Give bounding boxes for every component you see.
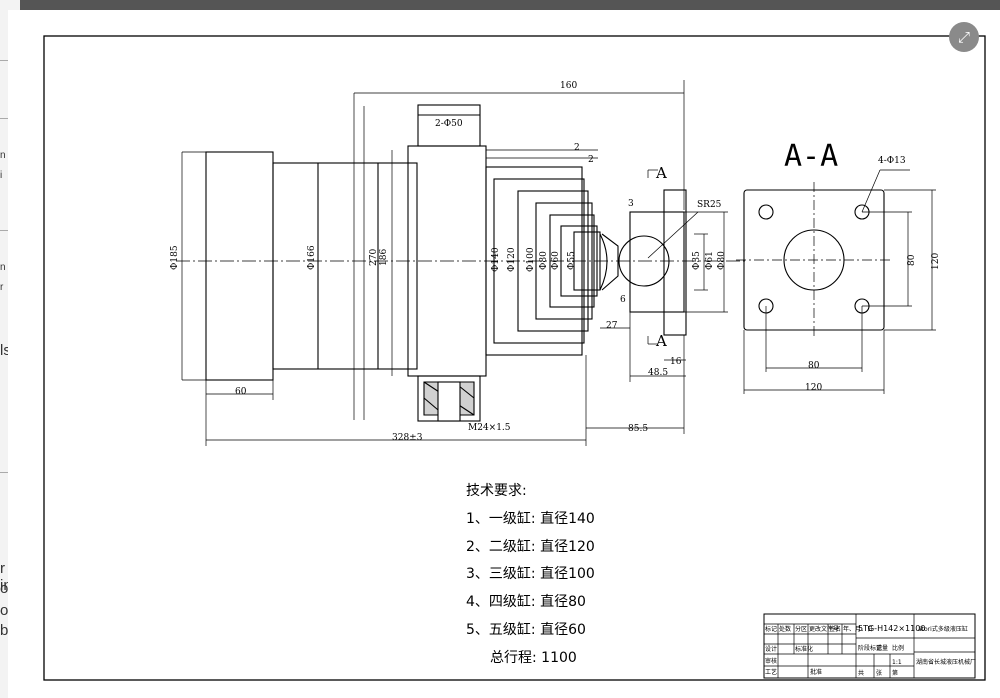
requirement-item: 5、五级缸: 直径60 [466, 622, 586, 638]
cut-mark-label: A [655, 164, 667, 182]
tb-label: 年、月、日 [843, 625, 873, 633]
drawing-border [43, 35, 986, 681]
tb-label: 签名 [829, 625, 841, 633]
background-text: ls [0, 342, 11, 359]
dim-label: 160 [560, 81, 577, 91]
dim-label: 6 [620, 295, 626, 305]
dim-label: Φ185 [170, 245, 180, 270]
background-text: i [0, 170, 3, 181]
expand-collapse-icon[interactable]: ⤢ [949, 22, 979, 52]
dim-label: Φ35 [692, 251, 702, 270]
drawing-name: ători式多级液压缸 [918, 625, 968, 633]
dim-label: 85.5 [628, 424, 648, 434]
dim-label: 120 [931, 253, 941, 270]
requirement-item: 1、一级缸: 直径140 [466, 511, 595, 527]
requirements-title: 技术要求: [466, 483, 527, 499]
drawing-sheet: 160 2-Φ50 Φ185 Φ166 270 186 Φ140 Φ120 Φ1… [8, 10, 1000, 698]
requirement-item: 2、二级缸: 直径120 [466, 539, 595, 555]
dim-label: 27 [606, 321, 618, 331]
dim-label: SR25 [697, 200, 722, 210]
tb-label: 重量 [876, 644, 888, 652]
section-label: A-A [784, 139, 838, 174]
tb-label: 标准化 [795, 645, 813, 653]
dim-label: 4-Φ13 [878, 156, 906, 166]
engineering-drawing: 160 2-Φ50 Φ185 Φ166 270 186 Φ140 Φ120 Φ1… [43, 35, 986, 681]
background-text: n [0, 150, 6, 161]
dim-label: 186 [379, 249, 389, 266]
tb-label: 分区 [795, 625, 807, 633]
scale-label: 1:1 [892, 659, 902, 666]
cut-mark-label: A [655, 332, 667, 350]
dim-label: Φ80 [717, 251, 727, 270]
tb-label: 设计 [765, 645, 777, 653]
dim-label: M24×1.5 [468, 423, 511, 433]
requirement-item: 4、四级缸: 直径80 [466, 594, 586, 610]
dim-label: Φ61 [705, 251, 715, 270]
dim-label: 48.5 [648, 368, 668, 378]
dim-label: Φ140 [491, 247, 501, 272]
dimension-lines [181, 80, 728, 446]
dim-label: 3 [628, 199, 634, 209]
tb-label: 工艺 [765, 668, 777, 676]
dim-label: 2 [588, 155, 594, 165]
tb-label: 处数 [779, 625, 791, 633]
tb-label: 阶段标记 [858, 644, 882, 652]
total-stroke: 总行程: 1100 [490, 650, 577, 666]
dim-label: 80 [907, 254, 917, 266]
title-block [763, 613, 976, 679]
requirement-item: 3、三级缸: 直径100 [466, 566, 595, 582]
company-name: 湖南省长城液压机械厂 [916, 658, 976, 666]
tb-label: 审核 [765, 657, 777, 665]
tb-label: 第 [892, 669, 898, 677]
model-label: 5TG-H142×1100 [858, 624, 925, 633]
background-text: r [0, 282, 4, 293]
tb-label: 标记 [765, 625, 777, 633]
dimension-labels: 160 2-Φ50 Φ185 Φ166 270 186 Φ140 Φ120 Φ1… [170, 81, 941, 443]
dim-label: 16 [670, 357, 682, 367]
dim-label: Φ60 [551, 251, 561, 270]
dim-label: Φ166 [307, 245, 317, 270]
tb-label: 张 [876, 669, 882, 677]
dim-label: 2-Φ50 [435, 119, 463, 129]
dim-label: 80 [808, 361, 820, 371]
dim-label: 120 [805, 383, 822, 393]
section-view [736, 169, 936, 394]
dim-label: Φ55 [567, 251, 577, 270]
title-block-text: 5TG-H142×1100 ători式多级液压缸 湖南省长城液压机械厂 1:1… [765, 624, 976, 677]
background-text: n [0, 262, 6, 273]
dim-label: Φ120 [507, 247, 517, 272]
tb-label: 共 [858, 669, 864, 677]
tb-label: 批准 [810, 668, 822, 676]
dim-label: 60 [235, 387, 247, 397]
tb-label: 比例 [892, 644, 904, 652]
dim-label: 328±3 [392, 433, 423, 443]
dim-label: 270 [369, 249, 379, 266]
tb-label: 更改文件号 [809, 625, 839, 633]
background-text: r in [0, 560, 12, 594]
dim-label: Φ80 [539, 251, 549, 270]
dim-label: 2 [574, 143, 580, 153]
dim-label: Φ100 [526, 247, 536, 272]
